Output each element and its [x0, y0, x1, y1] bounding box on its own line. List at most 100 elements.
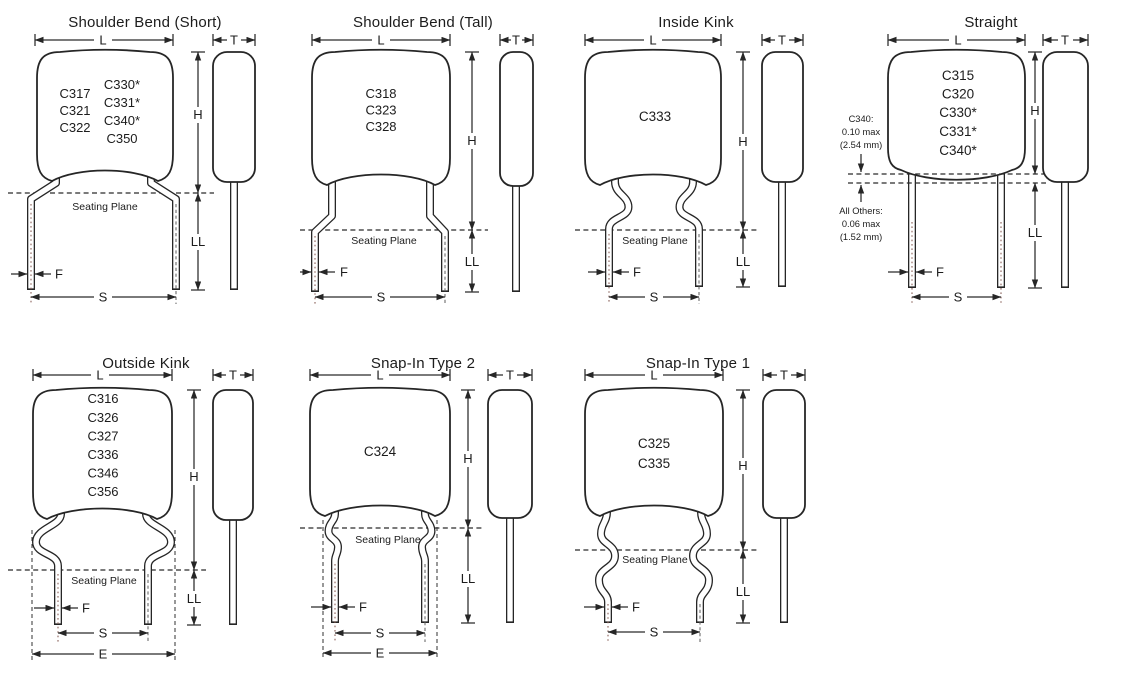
dim-F: F — [888, 265, 944, 280]
side-view — [499, 51, 534, 292]
part-number: C320 — [942, 87, 974, 102]
front-view: C318 C323 C328 Seating Plane — [300, 48, 488, 305]
dim-label-T: T — [512, 33, 520, 48]
dim-label-S: S — [377, 290, 386, 305]
dim-label-LL: LL — [187, 591, 201, 606]
part-number: C350 — [106, 131, 137, 146]
part-number: C331* — [104, 95, 140, 110]
dim-H: H — [736, 389, 750, 551]
dim-label-H: H — [463, 451, 472, 466]
side-view — [212, 389, 254, 625]
dim-label-S: S — [99, 290, 108, 305]
dim-H: H — [736, 51, 750, 231]
part-number: C331* — [939, 124, 977, 139]
seating-plane-label: Seating Plane — [71, 575, 137, 587]
seating-plane-label: Seating Plane — [622, 554, 688, 566]
dim-H: H — [1028, 51, 1042, 175]
part-number: C336 — [87, 447, 118, 462]
dim-label-L: L — [650, 368, 657, 383]
dim-label-S: S — [954, 290, 963, 305]
dim-label-T: T — [230, 33, 238, 48]
dim-label-LL: LL — [465, 254, 479, 269]
dim-S: S — [607, 625, 701, 640]
dim-H: H — [465, 51, 479, 231]
dim-label-F: F — [340, 265, 348, 280]
panel-title: Shoulder Bend (Short) — [68, 14, 221, 31]
part-number: C322 — [59, 120, 90, 135]
dim-label-H: H — [189, 469, 198, 484]
dim-label-T: T — [229, 368, 237, 383]
note-line: (2.54 mm) — [840, 140, 882, 150]
dim-LL: LL — [736, 549, 750, 624]
dim-LL: LL — [461, 527, 475, 624]
dim-F: F — [300, 265, 348, 280]
dim-H: H — [187, 389, 201, 571]
capacitor-body — [584, 48, 722, 186]
dim-LL: LL — [191, 192, 205, 291]
panel-title: Shoulder Bend (Tall) — [353, 14, 493, 31]
dim-label-S: S — [650, 290, 659, 305]
dim-S: S — [57, 626, 149, 641]
dim-label-LL: LL — [736, 584, 750, 599]
dim-T: T — [487, 368, 533, 383]
note-line: C340: — [849, 114, 874, 124]
dim-F: F — [34, 601, 90, 616]
dim-LL: LL — [187, 569, 201, 626]
note-others-standoff: All Others: 0.06 max (1.52 mm) — [839, 184, 883, 242]
front-view: C324 Seating Plane — [300, 386, 484, 659]
dim-F: F — [311, 600, 367, 615]
part-number: C317 — [59, 86, 90, 101]
dim-label-H: H — [193, 107, 202, 122]
seating-plane-label: Seating Plane — [72, 201, 138, 213]
dim-T: T — [761, 33, 804, 48]
part-number: C330* — [104, 77, 140, 92]
note-line: (1.52 mm) — [840, 232, 882, 242]
dim-L: L — [32, 368, 173, 383]
front-view: C325 C335 Seating Plane — [575, 386, 757, 642]
dim-L: L — [887, 33, 1026, 48]
side-view — [487, 389, 533, 623]
panel-outside-kink: Outside Kink L C316 C326 C327 C336 C346 … — [8, 355, 254, 662]
part-number: C326 — [87, 410, 118, 425]
part-number: C324 — [364, 444, 397, 459]
dim-H: H — [461, 389, 475, 529]
dim-T: T — [212, 33, 256, 48]
part-number: C356 — [87, 484, 118, 499]
part-number: C316 — [87, 391, 118, 406]
part-number: C346 — [87, 466, 118, 481]
dim-label-L: L — [96, 368, 103, 383]
dim-S: S — [30, 290, 177, 305]
dim-label-L: L — [377, 33, 384, 48]
seating-plane-label: Seating Plane — [622, 235, 688, 247]
dim-L: L — [311, 33, 451, 48]
dim-label-L: L — [649, 33, 656, 48]
dim-S: S — [608, 290, 700, 305]
part-number: C327 — [87, 429, 118, 444]
panel-shoulder-bend-short: Shoulder Bend (Short) L C317 C321 C322 C… — [8, 14, 256, 305]
dim-label-S: S — [376, 626, 385, 641]
dim-label-S: S — [99, 626, 108, 641]
dim-T: T — [499, 33, 534, 48]
dim-label-F: F — [359, 600, 367, 615]
dim-H: H — [191, 51, 205, 194]
part-number: C321 — [59, 103, 90, 118]
part-number: C335 — [638, 456, 670, 471]
part-number: C340* — [104, 113, 140, 128]
dim-LL: LL — [736, 229, 750, 288]
capacitor-body — [887, 48, 1026, 181]
note-line: 0.06 max — [842, 219, 881, 229]
dim-T: T — [1042, 33, 1089, 48]
dim-F: F — [584, 600, 640, 615]
dim-label-L: L — [954, 33, 961, 48]
panel-title: Inside Kink — [658, 14, 734, 31]
side-view — [212, 51, 256, 290]
dim-L: L — [584, 368, 724, 383]
part-number: C325 — [638, 436, 670, 451]
dim-label-E: E — [99, 647, 108, 662]
panel-title: Snap-In Type 2 — [371, 355, 475, 372]
dim-S: S — [314, 290, 446, 305]
dim-label-F: F — [936, 265, 944, 280]
note-line: 0.10 max — [842, 127, 881, 137]
dim-label-L: L — [99, 33, 106, 48]
